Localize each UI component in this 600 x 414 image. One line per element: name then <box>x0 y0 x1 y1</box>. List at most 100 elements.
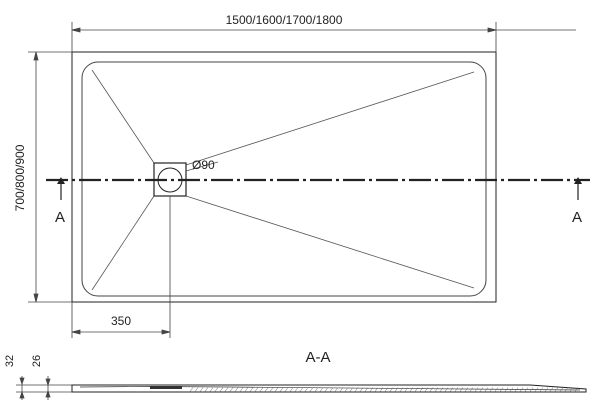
thickness-dimensions <box>16 376 74 400</box>
rim-thickness-label: 26 <box>31 355 43 367</box>
hatch-line <box>374 387 379 392</box>
hatch-line <box>304 387 309 392</box>
hatch-line <box>439 387 444 392</box>
hatch-line <box>229 387 234 392</box>
hatch-line <box>384 387 389 392</box>
hatch-line <box>359 387 364 392</box>
hatch-line <box>494 387 499 392</box>
hatch-line <box>469 387 474 392</box>
hatch-line <box>404 387 409 392</box>
hatch-line <box>344 387 349 392</box>
hatch-line <box>509 387 514 392</box>
thickness-rim-arrow-top <box>45 378 51 387</box>
section-marker-left-label: A <box>55 209 65 226</box>
width-arrow-left <box>71 27 81 33</box>
hatch-line <box>274 387 279 392</box>
hatch-line <box>264 387 269 392</box>
section-marker-right: A <box>572 177 582 226</box>
height-dimension <box>28 51 72 303</box>
drain-offset-arrow-right <box>161 329 171 335</box>
hatch-line <box>444 387 449 392</box>
width-arrow-right <box>487 27 497 33</box>
hatch-line <box>454 387 459 392</box>
cross-section-hatching <box>189 387 579 392</box>
hatch-line <box>234 387 239 392</box>
hatch-line <box>429 387 434 392</box>
slope-lines <box>91 69 475 291</box>
hatch-line <box>249 387 254 392</box>
thickness-total-arrow-top <box>19 377 25 386</box>
hatch-line <box>364 387 369 392</box>
hatch-line <box>209 387 214 392</box>
drain-diameter-label: Ø90 <box>192 158 215 172</box>
hatch-line <box>309 387 314 392</box>
section-marker-left-arrowhead <box>57 177 65 184</box>
thickness-total-arrow-bottom <box>19 390 25 399</box>
drain-diameter-leader <box>185 161 219 172</box>
hatch-line <box>214 387 219 392</box>
hatch-line <box>559 387 564 392</box>
hatch-line <box>379 387 384 392</box>
cross-section-drain <box>150 386 182 389</box>
slope-line-bottom-right <box>185 195 475 289</box>
hatch-line <box>394 387 399 392</box>
hatch-line <box>399 387 404 392</box>
hatch-line <box>269 387 274 392</box>
section-title: A-A <box>305 349 330 366</box>
tray-outer-outline <box>71 51 497 303</box>
hatch-line <box>544 387 549 392</box>
drain-offset-label: 350 <box>111 314 131 328</box>
hatch-line <box>524 387 529 392</box>
cross-section-profile <box>71 384 587 393</box>
hatch-line <box>464 387 469 392</box>
hatch-line <box>219 387 224 392</box>
hatch-line <box>569 387 574 392</box>
drain-offset-dimension <box>71 196 171 338</box>
hatch-line <box>194 387 199 392</box>
hatch-line <box>564 387 569 392</box>
hatch-line <box>319 387 324 392</box>
hatch-line <box>239 387 244 392</box>
hatch-line <box>434 387 439 392</box>
hatch-line <box>504 387 509 392</box>
hatch-line <box>334 387 339 392</box>
hatch-line <box>574 387 579 392</box>
hatch-line <box>519 387 524 392</box>
section-marker-right-label: A <box>572 209 582 226</box>
hatch-line <box>354 387 359 392</box>
hatch-line <box>554 387 559 392</box>
total-thickness-label: 32 <box>4 355 16 367</box>
hatch-line <box>259 387 264 392</box>
height-dimension-label: 700/800/900 <box>13 144 27 211</box>
hatch-line <box>204 387 209 392</box>
hatch-line <box>324 387 329 392</box>
hatch-line <box>499 387 504 392</box>
hatch-line <box>289 387 294 392</box>
hatch-line <box>409 387 414 392</box>
hatch-line <box>189 387 194 392</box>
hatch-line <box>369 387 374 392</box>
hatch-line <box>299 387 304 392</box>
hatch-line <box>549 387 554 392</box>
drain: Ø90 <box>153 158 219 197</box>
hatch-line <box>419 387 424 392</box>
hatch-line <box>339 387 344 392</box>
height-arrow-bottom <box>33 293 39 303</box>
hatch-line <box>474 387 479 392</box>
hatch-line <box>314 387 319 392</box>
slope-line-top-right <box>185 71 475 166</box>
slope-line-top-left <box>91 69 155 164</box>
hatch-line <box>284 387 289 392</box>
cross-section-inner-slope <box>79 386 581 391</box>
hatch-line <box>294 387 299 392</box>
width-dimension-label: 1500/1600/1700/1800 <box>226 13 343 27</box>
hatch-line <box>224 387 229 392</box>
thickness-rim-arrow-bottom <box>45 389 51 398</box>
hatch-line <box>244 387 249 392</box>
width-dimension <box>71 22 576 52</box>
hatch-line <box>279 387 284 392</box>
hatch-line <box>414 387 419 392</box>
hatch-line <box>484 387 489 392</box>
cross-section-outline <box>71 384 587 393</box>
